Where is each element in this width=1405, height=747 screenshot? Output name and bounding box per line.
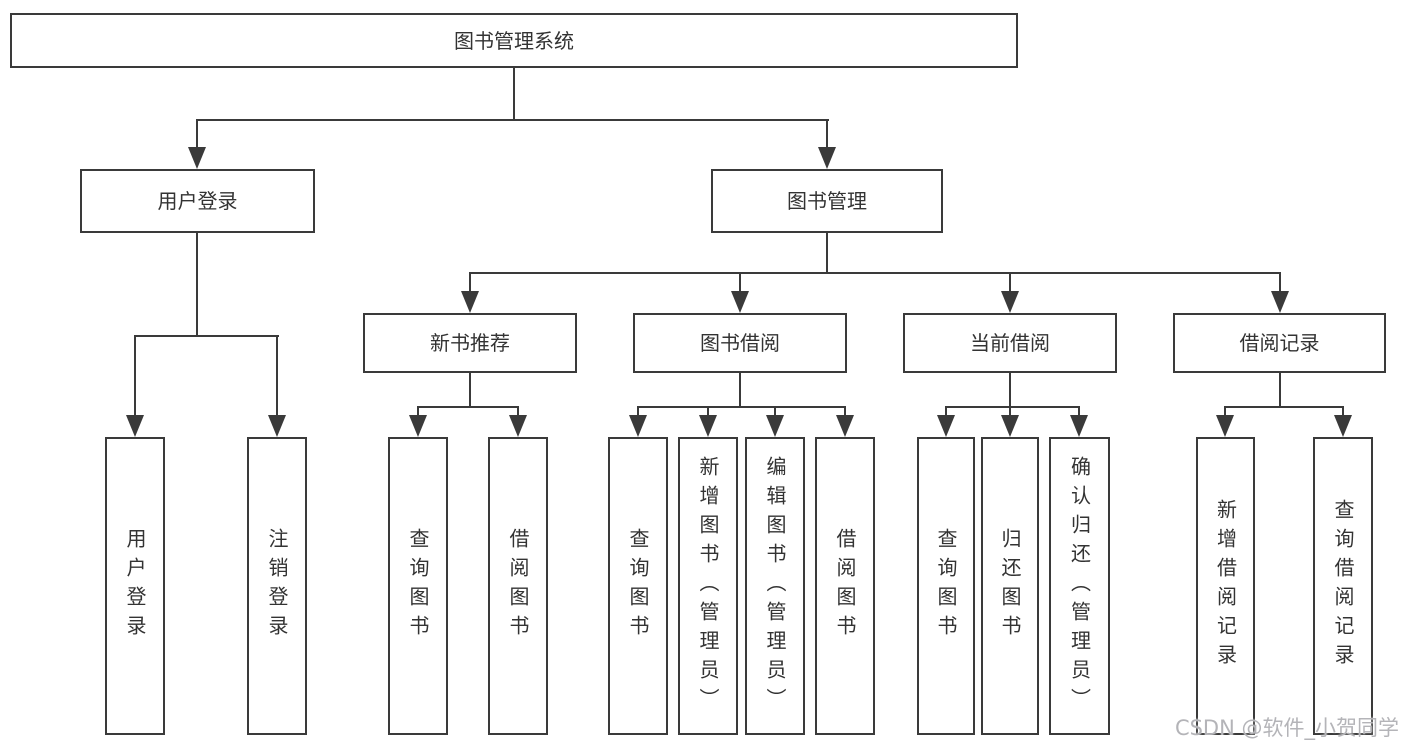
leaf-return-books: 归还图书 — [981, 437, 1039, 735]
node-label: 用户登录 — [157, 189, 238, 213]
node-current-borrowing: 当前借阅 — [903, 313, 1117, 373]
node-label: 图书管理 — [787, 189, 867, 213]
connector-stem — [1009, 373, 1011, 407]
connector-arrow-down — [1001, 406, 1019, 437]
leaf-add-borrow-record: 新增借阅记录 — [1196, 437, 1255, 735]
connector-hline — [417, 406, 519, 408]
connector-arrow-down — [126, 335, 144, 437]
connector-arrow-down — [1001, 272, 1019, 313]
node-label: 查询借阅记录 — [1331, 499, 1355, 673]
connector-arrow-down — [188, 119, 206, 169]
connector-stem — [1279, 373, 1281, 407]
leaf-confirm-return-admin: 确认归还（管理员） — [1049, 437, 1110, 735]
node-label: 新增图书（管理员） — [696, 455, 720, 717]
node-label: 查询图书 — [626, 528, 650, 644]
connector-arrow-down — [1070, 406, 1088, 437]
node-label: 新书推荐 — [430, 331, 510, 355]
connector-hline — [469, 272, 1281, 274]
connector-hline — [196, 119, 829, 121]
leaf-logout-login: 注销登录 — [247, 437, 307, 735]
node-label: 借阅记录 — [1239, 331, 1320, 355]
leaf-user-login: 用户登录 — [105, 437, 165, 735]
node-label: 查询图书 — [934, 528, 958, 644]
connector-hline — [134, 335, 279, 337]
node-label: 借阅图书 — [833, 528, 857, 644]
connector-stem — [739, 373, 741, 407]
node-user-login: 用户登录 — [80, 169, 315, 233]
node-borrowing-records: 借阅记录 — [1173, 313, 1386, 373]
node-label: 当前借阅 — [970, 331, 1050, 355]
node-label: 用户登录 — [123, 528, 147, 644]
node-label: 新增借阅记录 — [1213, 499, 1238, 673]
connector-arrow-down — [836, 406, 854, 437]
leaf-query-books-borrowing: 查询图书 — [608, 437, 668, 735]
connector-arrow-down — [937, 406, 955, 437]
node-book-management: 图书管理 — [711, 169, 943, 233]
node-new-book-recommendation: 新书推荐 — [363, 313, 577, 373]
leaf-borrow-books-recommend: 借阅图书 — [488, 437, 548, 735]
connector-stem — [826, 233, 828, 273]
node-label: 归还图书 — [998, 528, 1022, 644]
node-library-management-system: 图书管理系统 — [10, 13, 1018, 68]
watermark: CSDN @软件_小贺同学 — [1174, 716, 1399, 740]
node-label: 编辑图书（管理员） — [763, 455, 787, 717]
connector-stem — [513, 68, 515, 120]
node-label: 图书管理系统 — [454, 28, 574, 53]
connector-hline — [1224, 406, 1344, 408]
connector-arrow-down — [409, 406, 427, 437]
connector-arrow-down — [629, 406, 647, 437]
connector-hline — [637, 406, 846, 408]
connector-arrow-down — [268, 335, 286, 437]
node-label: 图书借阅 — [700, 331, 780, 355]
leaf-query-borrow-record: 查询借阅记录 — [1313, 437, 1373, 735]
connector-arrow-down — [1334, 406, 1352, 437]
connector-stem — [196, 233, 198, 336]
connector-arrow-down — [509, 406, 527, 437]
node-label: 查询图书 — [406, 528, 430, 644]
connector-hline — [945, 406, 1080, 408]
leaf-query-books-current: 查询图书 — [917, 437, 975, 735]
leaf-add-books-admin: 新增图书（管理员） — [678, 437, 738, 735]
node-book-borrowing: 图书借阅 — [633, 313, 847, 373]
leaf-borrow-books: 借阅图书 — [815, 437, 875, 735]
connector-arrow-down — [766, 406, 784, 437]
node-label: 确认归还（管理员） — [1067, 455, 1092, 717]
connector-arrow-down — [1216, 406, 1234, 437]
node-label: 注销登录 — [265, 528, 289, 644]
node-label: 借阅图书 — [506, 528, 530, 644]
leaf-edit-books-admin: 编辑图书（管理员） — [745, 437, 805, 735]
connector-stem — [469, 373, 471, 407]
connector-arrow-down — [818, 119, 836, 169]
connector-arrow-down — [731, 272, 749, 313]
connector-arrow-down — [461, 272, 479, 313]
connector-arrow-down — [1271, 272, 1289, 313]
leaf-query-books-recommend: 查询图书 — [388, 437, 448, 735]
connector-arrow-down — [699, 406, 717, 437]
